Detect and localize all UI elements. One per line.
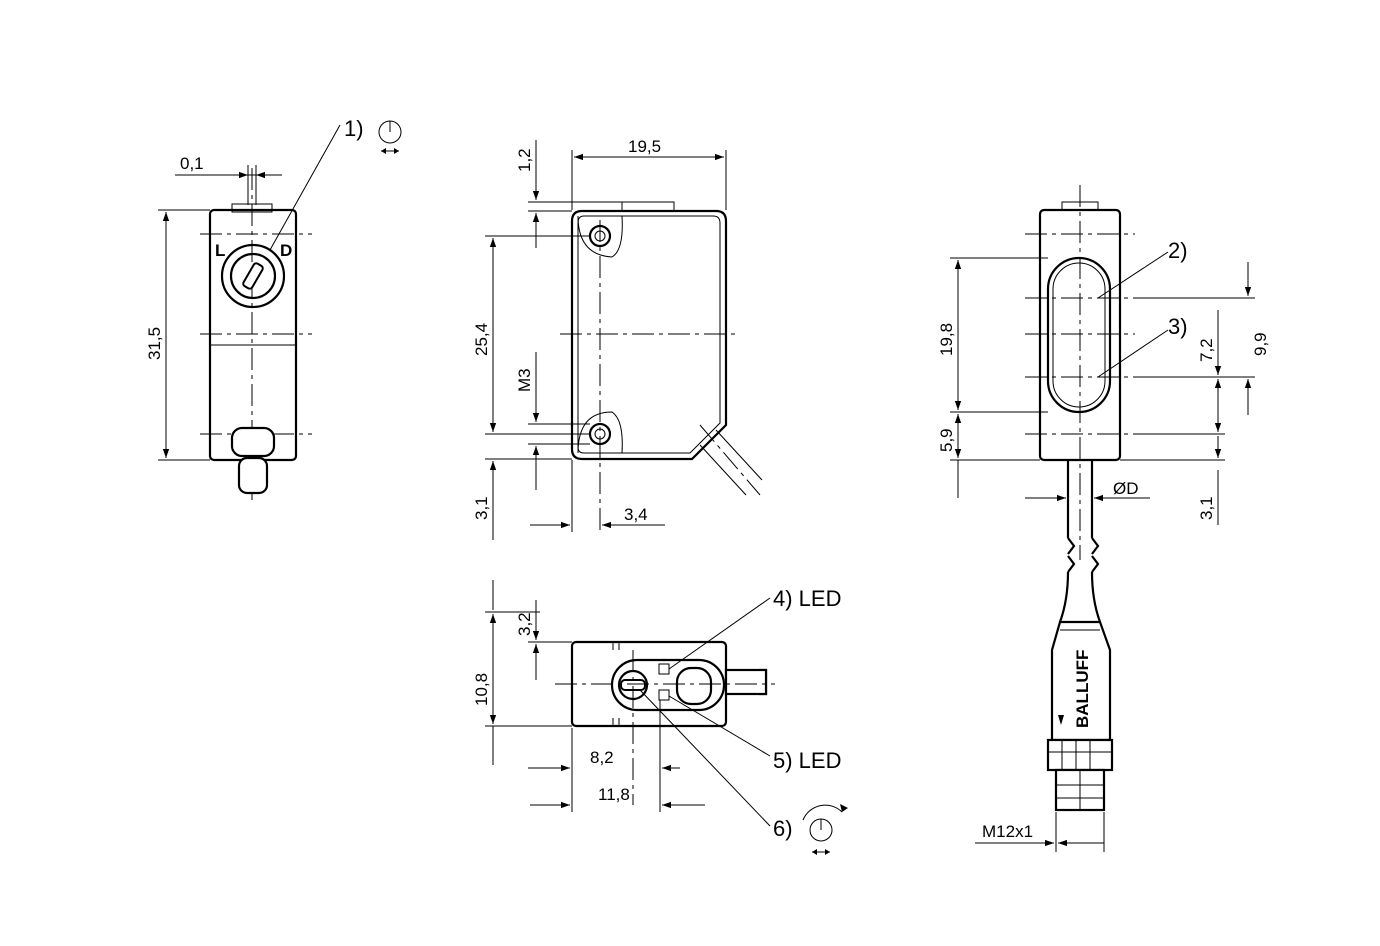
dim-front-bottom-offset: 3,1 (472, 496, 491, 520)
rear-cable (1058, 460, 1102, 623)
callout-6: 6) (773, 816, 793, 841)
callout-4-led: 4) LED (773, 586, 841, 611)
dim-cable-diameter: ØD (1113, 479, 1139, 498)
selector-left-label: L (215, 241, 225, 260)
selector-right-label: D (280, 241, 292, 260)
dim-bottom-pos-a: 8,2 (590, 748, 614, 767)
dim-rear-optic-spacing: 7,2 (1197, 338, 1216, 362)
brand-label: BALLUFF (1073, 650, 1092, 728)
side-cable-stub (230, 426, 276, 495)
dim-bottom-depth-top: 3,2 (515, 612, 534, 636)
dim-front-hole-spacing: 25,4 (472, 323, 491, 356)
dim-front-top-offset: 1,2 (515, 148, 534, 172)
callout-5-led: 5) LED (773, 748, 841, 773)
dim-front-thread: M3 (515, 368, 534, 392)
dim-front-hole-x: 3,4 (624, 505, 648, 524)
dim-connector-thread: M12x1 (982, 822, 1033, 841)
callout-2: 2) (1168, 238, 1188, 263)
callout-3: 3) (1168, 314, 1188, 339)
dim-bottom-pos-b: 11,8 (598, 785, 630, 804)
dim-front-width: 19,5 (628, 137, 661, 156)
dim-rear-right-bottom: 3,1 (1197, 496, 1216, 520)
front-cable (699, 424, 763, 496)
dim-rear-bottom-offset: 5,9 (937, 428, 956, 452)
front-view: 19,5 1,2 25,4 M3 3,1 3,4 (472, 137, 763, 540)
adjust-knob-icon (378, 120, 402, 154)
m12-connector: BALLUFF (1046, 620, 1114, 812)
rear-view: BALLUFF 19,8 5,9 9,9 7,2 (937, 185, 1270, 852)
dim-rear-window-height: 19,8 (937, 323, 956, 356)
potentiometer-knob: L D (215, 241, 292, 309)
dim-bottom-depth: 10,8 (472, 673, 491, 706)
side-view: L D 0,1 31,5 1) (145, 116, 402, 500)
dim-side-height: 31,5 (145, 327, 164, 360)
dim-rear-optic-height: 9,9 (1251, 332, 1270, 356)
led-5 (658, 689, 670, 701)
bottom-view: 3,2 10,8 8,2 11,8 4) LED 5) LED 6) (472, 580, 848, 855)
callout-1: 1) (344, 116, 364, 141)
rotary-adjust-icon (802, 804, 848, 855)
dim-side-thickness: 0,1 (180, 154, 204, 173)
